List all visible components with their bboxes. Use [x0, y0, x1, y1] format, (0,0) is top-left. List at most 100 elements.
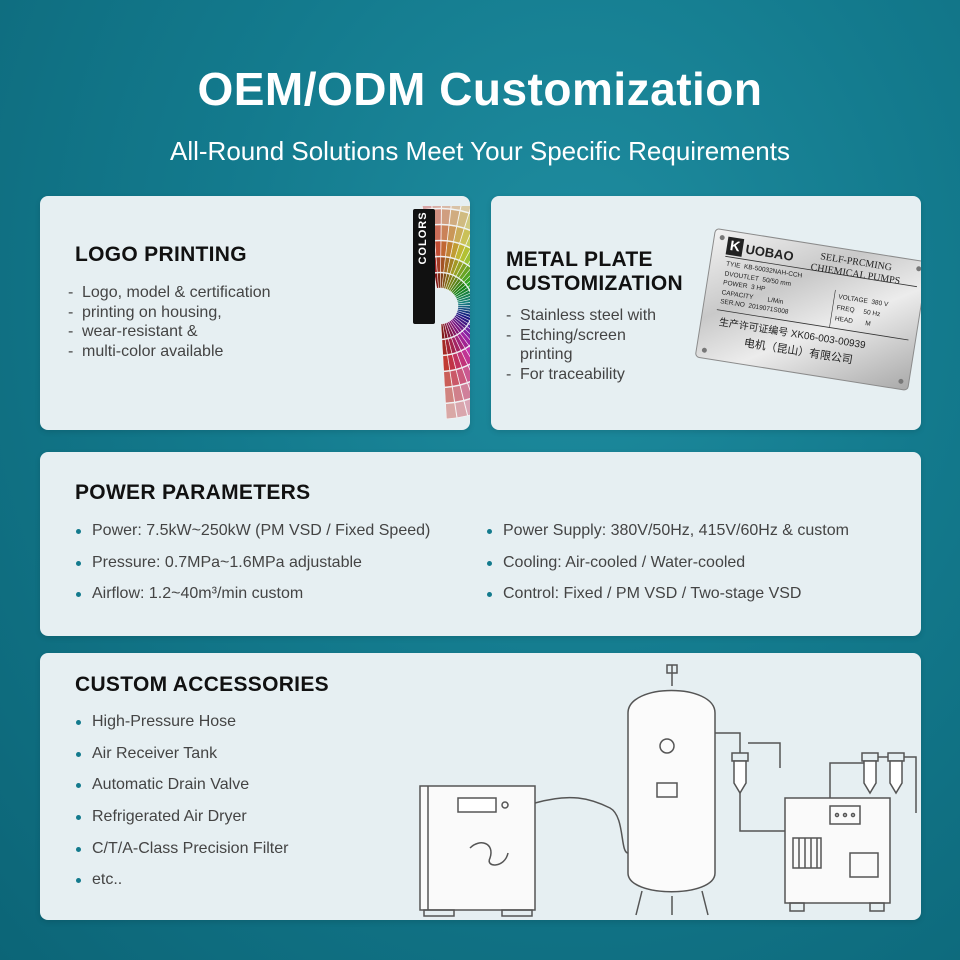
color-swatch: [456, 210, 469, 228]
color-swatch: [468, 321, 470, 325]
color-swatch: [458, 265, 470, 280]
list-item: C/T/A-Class Precision Filter: [76, 839, 288, 871]
air-compressor-icon: [419, 785, 536, 917]
color-swatch: [445, 402, 457, 420]
custom-accessories-heading: CUSTOM ACCESSORIES: [75, 673, 329, 696]
color-swatch: [452, 385, 464, 403]
color-swatch: [454, 243, 466, 261]
color-swatch: [450, 242, 460, 259]
color-swatch: [467, 261, 470, 267]
color-swatch: [441, 196, 453, 209]
color-swatch: [456, 367, 468, 385]
color-swatch: [463, 275, 470, 285]
list-item: printing: [520, 346, 573, 363]
color-swatch: [464, 326, 470, 334]
plate-row-value: 3 HP: [750, 283, 766, 294]
color-swatch: [443, 257, 451, 273]
color-swatch: [454, 400, 468, 418]
list-item: Pressure: 0.7MPa~1.6MPa adjustable: [76, 553, 430, 585]
list-item: -Stainless steel with: [506, 307, 657, 324]
color-swatch: [441, 208, 451, 225]
page-subtitle: All-Round Solutions Meet Your Specific R…: [169, 136, 790, 166]
metal-plate-list: -Stainless steel with -Etching/screen pr…: [506, 306, 656, 384]
color-swatch: [466, 323, 470, 330]
color-swatch: [447, 225, 457, 242]
list-item: -printing on housing,: [68, 303, 222, 321]
air-receiver-tank-icon: [627, 664, 716, 916]
color-swatch: [449, 369, 460, 387]
color-fan-deck-image: COLORS: [320, 196, 470, 424]
color-swatch: [465, 346, 470, 357]
color-swatch: [461, 269, 470, 283]
color-swatch: [461, 348, 470, 366]
plate-row-label: FREQ: [836, 304, 856, 315]
refrigerated-air-dryer-icon: [784, 797, 891, 912]
color-swatch: [457, 307, 470, 312]
color-swatch: [463, 398, 470, 416]
color-swatch: [444, 386, 455, 404]
list-item: Air Receiver Tank: [76, 744, 288, 776]
compressed-air-system-illustration: [410, 653, 921, 920]
color-swatch: [460, 383, 470, 401]
list-item: -For traceability: [506, 365, 625, 383]
colors-swatch-label: COLORS: [417, 211, 429, 265]
color-swatch: [453, 226, 465, 244]
color-swatch: [456, 296, 470, 303]
color-swatch: [455, 262, 468, 278]
color-swatch: [456, 293, 470, 301]
color-swatch: [465, 281, 470, 288]
list-item: Control: Fixed / PM VSD / Two-stage VSD: [487, 584, 849, 616]
color-swatch: [440, 240, 448, 257]
color-swatch: [456, 351, 468, 368]
plate-row-value: 50 Hz: [862, 308, 881, 319]
color-swatch: [440, 256, 446, 273]
metal-nameplate-image: K UOBAO SELF-PRCMING CHIEMICAL PUMPS TYI…: [691, 226, 921, 406]
color-swatch: [449, 209, 460, 226]
color-swatch: [465, 234, 470, 248]
power-right-list: Power Supply: 380V/50Hz, 415V/60Hz & cus…: [487, 521, 849, 616]
custom-accessories-card: CUSTOM ACCESSORIES High-Pressure Hose Ai…: [40, 653, 921, 920]
plate-row-value: M: [864, 320, 872, 328]
plate-row-label: TYIE: [725, 260, 741, 270]
color-swatch: [434, 240, 441, 257]
color-swatch: [443, 371, 453, 388]
list-item: Refrigerated Air Dryer: [76, 807, 288, 839]
list-item: High-Pressure Hose: [76, 712, 288, 744]
color-swatch: [459, 331, 470, 346]
list-item: -Logo, model & certification: [68, 284, 271, 301]
color-swatch: [457, 308, 470, 315]
list-item: Power: 7.5kW~250kW (PM VSD / Fixed Speed…: [76, 521, 430, 553]
logo-printing-list: -Logo, model & certification -printing o…: [68, 283, 271, 361]
color-swatch: [441, 339, 448, 356]
color-swatch: [453, 260, 464, 277]
color-swatch: [446, 257, 455, 274]
list-item: -wear-resistant &: [68, 323, 198, 340]
swatch-label-strip: [413, 209, 435, 324]
color-swatch: [459, 245, 470, 263]
color-swatch: [435, 256, 441, 273]
color-swatch: [464, 213, 470, 230]
color-swatch: [459, 228, 470, 246]
power-left-list: Power: 7.5kW~250kW (PM VSD / Fixed Speed…: [76, 521, 430, 616]
color-swatch: [457, 333, 470, 349]
plate-brand-letter: K: [728, 237, 742, 255]
color-swatch: [447, 354, 456, 371]
list-item: Cooling: Air-cooled / Water-cooled: [487, 553, 849, 585]
power-parameters-heading: POWER PARAMETERS: [75, 481, 311, 504]
list-item: Airflow: 1.2~40m³/min custom: [76, 584, 430, 616]
list-item: Automatic Drain Valve: [76, 775, 288, 807]
color-swatch: [451, 336, 461, 353]
logo-printing-heading: LOGO PRINTING: [75, 243, 247, 266]
plate-row-value: 380 V: [870, 298, 889, 309]
list-item: etc..: [76, 870, 288, 902]
color-swatch: [457, 299, 470, 305]
plate-row-label: HEAD: [834, 315, 854, 326]
color-swatch: [445, 241, 454, 258]
power-parameters-card: POWER PARAMETERS Power: 7.5kW~250kW (PM …: [40, 452, 921, 636]
list-item: -Etching/screen: [506, 326, 626, 344]
color-swatch: [454, 335, 466, 351]
color-swatch: [469, 210, 470, 213]
color-swatch: [456, 310, 470, 318]
color-swatch: [457, 302, 470, 306]
